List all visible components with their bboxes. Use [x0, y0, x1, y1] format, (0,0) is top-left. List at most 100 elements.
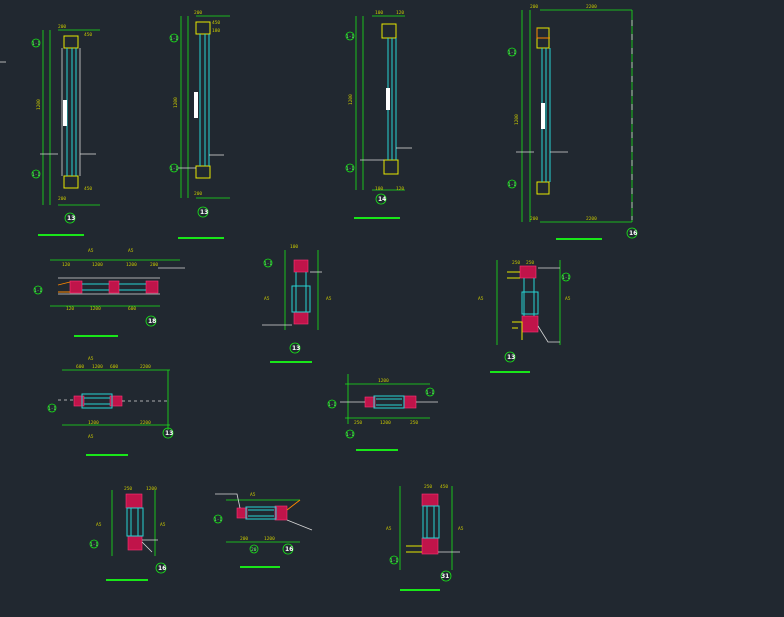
svg-text:A5: A5 — [264, 296, 270, 302]
svg-text:1-1: 1-1 — [32, 172, 40, 178]
detail-11: 1-1 A5 200 1200 20 16 — [213, 492, 313, 568]
svg-text:1-1: 1-1 — [34, 288, 42, 294]
svg-text:1200: 1200 — [348, 94, 354, 105]
svg-text:200: 200 — [240, 536, 248, 542]
detail-4: 1-1 1-1 200 2200 200 2200 1200 16 — [507, 4, 638, 240]
svg-text:2200: 2200 — [586, 216, 597, 222]
svg-text:180: 180 — [212, 28, 220, 34]
detail-5: 1-1 120 1200 1200 200 120 1200 600 A5 A5 18 — [33, 248, 185, 337]
svg-text:250: 250 — [354, 420, 362, 426]
svg-text:450: 450 — [440, 484, 448, 490]
svg-text:100: 100 — [375, 186, 383, 192]
svg-text:2200: 2200 — [140, 364, 151, 370]
svg-text:1-1: 1-1 — [390, 558, 398, 564]
svg-text:200: 200 — [530, 4, 538, 10]
svg-text:120: 120 — [62, 262, 70, 268]
svg-text:A5: A5 — [160, 522, 166, 528]
svg-text:1200: 1200 — [173, 97, 179, 108]
svg-text:A5: A5 — [565, 296, 571, 302]
svg-text:250: 250 — [410, 420, 418, 426]
detail-10-label: 16 — [158, 565, 166, 572]
svg-text:A5: A5 — [128, 248, 134, 254]
svg-text:450: 450 — [84, 186, 92, 192]
detail-1-label: 13 — [67, 215, 75, 222]
detail-6-label: 13 — [292, 345, 300, 352]
svg-text:1200: 1200 — [514, 114, 520, 125]
svg-text:A5: A5 — [250, 492, 256, 498]
detail-4-label: 16 — [629, 230, 637, 237]
svg-text:1-1: 1-1 — [508, 50, 516, 56]
svg-text:1200: 1200 — [92, 262, 103, 268]
svg-text:A5: A5 — [326, 296, 332, 302]
svg-text:1-1: 1-1 — [508, 182, 516, 188]
svg-text:200: 200 — [530, 216, 538, 222]
svg-text:250: 250 — [424, 484, 432, 490]
svg-text:1-1: 1-1 — [346, 34, 354, 40]
detail-2-label: 13 — [200, 209, 208, 216]
svg-text:1-1: 1-1 — [264, 261, 272, 267]
detail-12: 1-1 250 450 A5 A5 31 — [386, 484, 464, 591]
svg-text:200: 200 — [150, 262, 158, 268]
svg-text:A5: A5 — [386, 526, 392, 532]
svg-text:A5: A5 — [458, 526, 464, 532]
svg-text:A5: A5 — [88, 356, 94, 362]
svg-text:1200: 1200 — [146, 486, 157, 492]
svg-text:1200: 1200 — [378, 378, 389, 384]
detail-10: 1-1 250 1200 A5 A5 16 — [89, 486, 167, 581]
svg-text:200: 200 — [58, 196, 66, 202]
detail-12-label: 31 — [441, 573, 449, 580]
svg-text:250: 250 — [124, 486, 132, 492]
svg-text:200: 200 — [194, 10, 202, 16]
detail-1: 1-1 1-1 200 450 200 450 1200 13 — [31, 24, 100, 236]
detail-8-label: 13 — [165, 430, 173, 437]
svg-text:1-1: 1-1 — [426, 390, 434, 396]
svg-text:1-1: 1-1 — [90, 542, 98, 548]
svg-text:1200: 1200 — [90, 306, 101, 312]
detail-5-label: 18 — [148, 318, 156, 325]
svg-text:1-1: 1-1 — [562, 275, 570, 281]
svg-text:1-1: 1-1 — [346, 432, 354, 438]
svg-text:120: 120 — [66, 306, 74, 312]
detail-7: 1-1 250 250 A5 A5 13 — [478, 260, 571, 373]
svg-text:120: 120 — [396, 10, 404, 16]
detail-9: 1-1 1-1 1-1 1200 1200 250 250 — [327, 374, 438, 451]
svg-text:200: 200 — [58, 24, 66, 30]
svg-text:250: 250 — [512, 260, 520, 266]
svg-text:2200: 2200 — [140, 420, 151, 426]
svg-text:250: 250 — [526, 260, 534, 266]
svg-text:120: 120 — [396, 186, 404, 192]
svg-text:1200: 1200 — [88, 420, 99, 426]
svg-text:600: 600 — [128, 306, 136, 312]
svg-text:A5: A5 — [96, 522, 102, 528]
detail-3-label: 14 — [378, 196, 386, 203]
svg-text:1200: 1200 — [126, 262, 137, 268]
detail-7-label: 13 — [507, 354, 515, 361]
svg-text:1-1: 1-1 — [170, 36, 178, 42]
svg-text:1-1: 1-1 — [346, 166, 354, 172]
svg-text:100: 100 — [290, 244, 298, 250]
svg-text:450: 450 — [84, 32, 92, 38]
svg-text:1-1: 1-1 — [48, 406, 56, 412]
svg-text:1-1: 1-1 — [214, 517, 222, 523]
svg-text:600: 600 — [76, 364, 84, 370]
svg-text:1200: 1200 — [380, 420, 391, 426]
svg-text:1-1: 1-1 — [328, 402, 336, 408]
svg-text:600: 600 — [110, 364, 118, 370]
svg-text:100: 100 — [375, 10, 383, 16]
svg-text:A5: A5 — [478, 296, 484, 302]
svg-text:1200: 1200 — [264, 536, 275, 542]
svg-text:450: 450 — [212, 20, 220, 26]
svg-text:200: 200 — [194, 191, 202, 197]
svg-text:1200: 1200 — [36, 99, 42, 110]
detail-11-label: 16 — [285, 546, 293, 553]
svg-text:20: 20 — [251, 547, 257, 553]
svg-text:1-1: 1-1 — [32, 41, 40, 47]
svg-text:A5: A5 — [88, 248, 94, 254]
svg-text:1200: 1200 — [92, 364, 103, 370]
detail-3: 1-1 1-1 100 120 100 120 1200 14 — [345, 10, 412, 219]
svg-text:2200: 2200 — [586, 4, 597, 10]
